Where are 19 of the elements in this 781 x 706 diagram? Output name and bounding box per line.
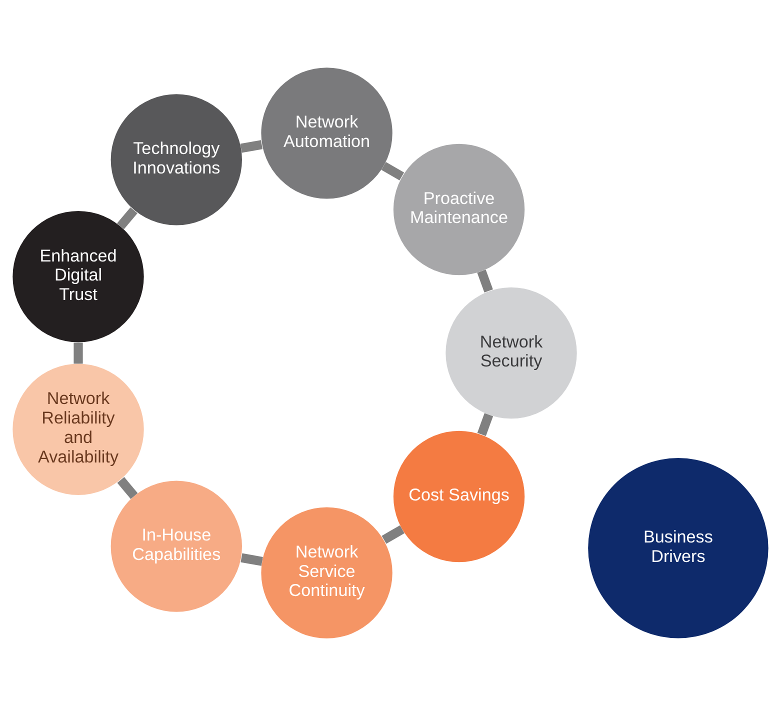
node-circle: Network Automation (261, 68, 392, 199)
node-circle: Proactive Maintenance (393, 144, 525, 276)
node-circle: Enhanced Digital Trust (12, 211, 144, 342)
connector (117, 477, 138, 499)
node-circle: Cost Savings (393, 430, 525, 562)
connector (381, 162, 404, 180)
node-circle: Business Drivers (588, 458, 768, 638)
connector (382, 525, 404, 544)
node-circle: Network Reliability and Availability (12, 364, 144, 495)
connector (240, 140, 263, 153)
connector (74, 342, 83, 364)
node-circle: Network Service Continuity (261, 507, 392, 638)
connector (240, 553, 263, 566)
node-circle: Network Security (446, 287, 577, 419)
node-circle: In-House Capabilities (110, 480, 242, 612)
connector (477, 270, 493, 292)
node-circle: Technology Innovations (110, 94, 242, 226)
connector (477, 413, 494, 436)
connector (116, 207, 138, 230)
